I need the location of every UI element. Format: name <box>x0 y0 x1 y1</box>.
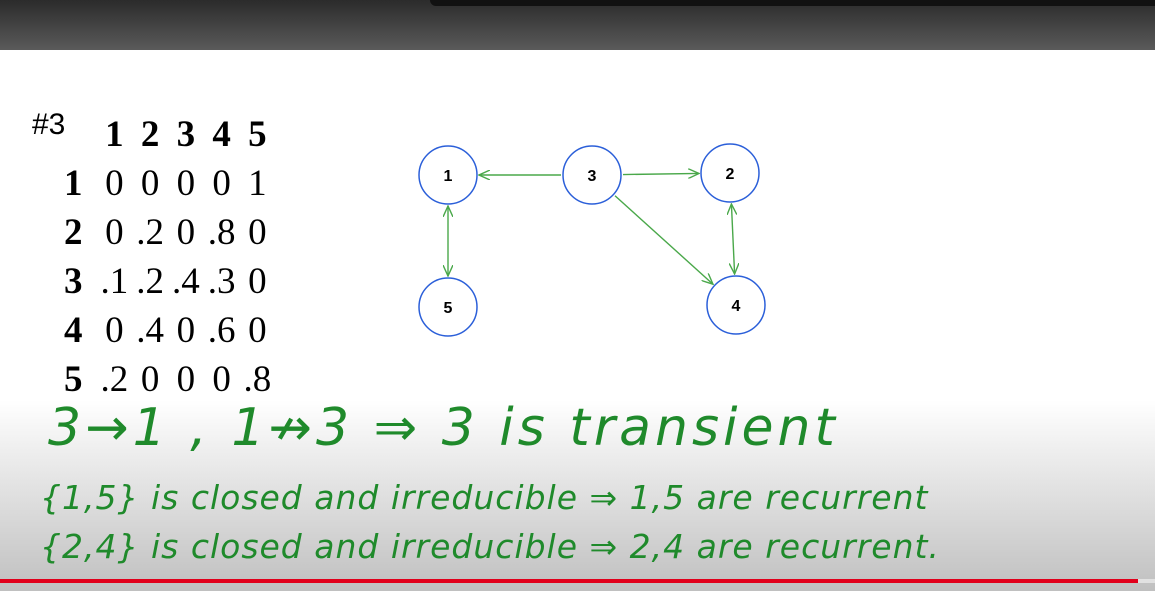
state-node-circle <box>418 277 478 337</box>
handwritten-note-class-15: {1,5} is closed and irreducible ⇒ 1,5 ar… <box>40 478 929 517</box>
row-header: 3 <box>64 261 83 302</box>
state-node-3: 3 <box>562 145 622 205</box>
column-header: 4 <box>212 114 231 155</box>
video-progress-fill <box>0 579 1138 583</box>
edge-2-4 <box>731 204 734 274</box>
column-header: 1 <box>105 114 124 155</box>
matrix-cell: .4 <box>136 310 164 351</box>
column-header: 5 <box>248 114 267 155</box>
state-node-4: 4 <box>706 275 766 335</box>
state-node-circle <box>700 143 760 203</box>
handwritten-note-class-24: {2,4} is closed and irreducible ⇒ 2,4 ar… <box>40 527 940 566</box>
state-node-circle <box>562 145 622 205</box>
state-node-label: 2 <box>726 166 735 183</box>
handwritten-note-transient: 3→1 , 1↛3 ⇒ 3 is transient <box>48 398 839 458</box>
state-node-label: 1 <box>444 168 453 185</box>
graph-edges <box>448 173 735 284</box>
video-top-bar <box>0 0 1155 50</box>
matrix-cell: .1 <box>100 261 129 302</box>
state-node-label: 4 <box>732 298 741 315</box>
state-node-label: 5 <box>444 300 453 317</box>
row-header: 5 <box>64 359 83 400</box>
matrix-cell: .2 <box>100 359 129 400</box>
player-bottom-gradient <box>0 400 1155 591</box>
matrix-cell: 0 <box>212 359 231 400</box>
row-header: 4 <box>64 310 83 351</box>
matrix-row: 2 0 .2 0 .8 0 <box>60 208 275 257</box>
state-node-5: 5 <box>418 277 478 337</box>
state-node-circle <box>706 275 766 335</box>
state-transition-graph: 1 3 2 5 4 <box>418 143 766 337</box>
matrix-cell: .8 <box>243 359 272 400</box>
problem-number: #3 <box>32 108 66 141</box>
state-node-label: 3 <box>588 168 597 185</box>
column-header: 2 <box>140 114 160 155</box>
matrix-row: 5 .2 0 0 0 .8 <box>60 355 275 404</box>
top-bar-overlay <box>430 0 1155 6</box>
matrix-cell: 0 <box>105 310 124 351</box>
matrix-row: 4 0 .4 0 .6 0 <box>60 306 275 355</box>
state-node-1: 1 <box>418 145 478 205</box>
row-header: 2 <box>64 212 83 253</box>
matrix-cell: 0 <box>212 163 231 204</box>
transition-matrix: 1 2 3 4 5 1 0 0 0 0 1 2 0 .2 0 .8 0 3 .1… <box>60 110 275 404</box>
matrix-cell: 0 <box>248 261 267 302</box>
row-header: 1 <box>64 163 83 204</box>
video-progress-bar[interactable] <box>0 579 1155 583</box>
matrix-cell: 0 <box>248 310 267 351</box>
matrix-cell: 0 <box>176 163 196 204</box>
matrix-cell: .6 <box>207 310 236 351</box>
matrix-cell: 0 <box>176 212 196 253</box>
edge-3-4 <box>614 195 713 284</box>
column-header: 3 <box>176 114 196 155</box>
matrix-cell: .3 <box>207 261 236 302</box>
edge-3-2 <box>622 173 699 174</box>
matrix-cell: .8 <box>207 212 236 253</box>
matrix-row: 3 .1 .2 .4 .3 0 <box>60 257 275 306</box>
matrix-cell: .2 <box>136 261 164 302</box>
matrix-cell: 0 <box>105 212 124 253</box>
state-node-2: 2 <box>700 143 760 203</box>
matrix-cell: 0 <box>176 310 196 351</box>
matrix-cell: 1 <box>248 163 267 204</box>
matrix-cell: 0 <box>105 163 124 204</box>
graph-nodes: 1 3 2 5 4 <box>418 143 766 337</box>
state-node-circle <box>418 145 478 205</box>
matrix-cell: .4 <box>172 261 200 302</box>
matrix-header-row: 1 2 3 4 5 <box>60 110 275 159</box>
matrix-cell: 0 <box>140 359 160 400</box>
matrix-cell: .2 <box>136 212 164 253</box>
matrix-cell: 0 <box>176 359 196 400</box>
matrix-cell: 0 <box>248 212 267 253</box>
matrix-row: 1 0 0 0 0 1 <box>60 159 275 208</box>
matrix-cell: 0 <box>140 163 160 204</box>
